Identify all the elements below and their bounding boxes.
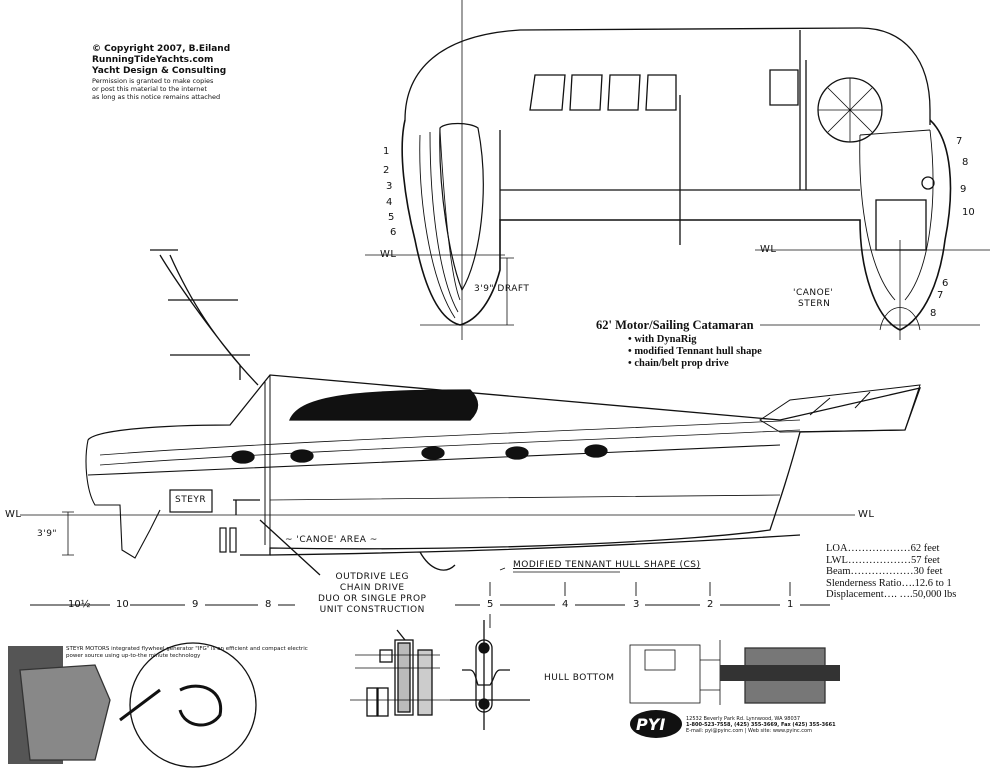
feature-text: modified Tennant hull shape [634, 346, 762, 357]
station-number: 5 [487, 599, 494, 610]
spec-label: LOA [826, 543, 848, 554]
permission-line: or post this material to the internet [92, 85, 207, 93]
feature-text: with DynaRig [634, 334, 697, 345]
note-line: DUO OR SINGLE PROP [318, 594, 427, 604]
copyright-line: © Copyright 2007, B.Eiland [92, 44, 231, 54]
note-line: CHAIN DRIVE [339, 583, 405, 593]
draft-label: 3'9" DRAFT [474, 284, 530, 294]
section-number: 5 [388, 212, 395, 223]
station-number: 10 [116, 599, 129, 610]
waterline-label: WL [5, 509, 22, 520]
specs-table: LOA………………62 feet LWL………………57 feet Beam……… [826, 543, 956, 601]
section-number: 7 [956, 136, 963, 147]
waterline-label: WL [760, 244, 777, 255]
spec-row: Beam………………30 feet [826, 566, 943, 577]
station-number: 8 [265, 599, 272, 610]
note-line: OUTDRIVE LEG [335, 572, 409, 582]
spec-row: LWL………………57 feet [826, 554, 940, 566]
section-number: 8 [962, 157, 969, 168]
spec-value: 62 feet [910, 543, 940, 554]
pyi-ad-graphic [629, 640, 840, 738]
engine-label: STEYR [175, 495, 207, 505]
note-line: UNIT CONSTRUCTION [319, 605, 425, 615]
waterline-label: WL [858, 509, 875, 520]
spec-label: Beam [826, 566, 851, 577]
feature-bullet: • modified Tennant hull shape [628, 346, 762, 357]
spec-row: LOA………………62 feet [826, 543, 940, 554]
station-number: 9 [192, 599, 199, 610]
copyright-notice: © Copyright 2007, B.Eiland RunningTideYa… [92, 44, 230, 101]
spec-row: Slenderness Ratio….12.6 to 1 [826, 577, 952, 589]
section-number: 6 [390, 227, 397, 238]
steyr-ad-caption: STEYR MOTORS integrated flywheel generat… [66, 646, 308, 659]
design-title: 62' Motor/Sailing Catamaran [596, 318, 754, 332]
pyi-logo: PYI [636, 715, 666, 734]
steyr-ad-graphic [8, 642, 257, 768]
stern-number: 6 [942, 278, 949, 289]
station-number: 2 [707, 599, 714, 610]
spec-label: LWL [826, 554, 848, 566]
spec-value: 30 feet [913, 566, 943, 577]
section-number: 3 [386, 181, 393, 192]
waterline-label: WL [380, 249, 397, 260]
permission-line: Permission is granted to make copies [92, 77, 214, 85]
section-number: 1 [383, 146, 390, 157]
feature-bullet: • chain/belt prop drive [628, 358, 729, 369]
stern-number: 8 [930, 308, 937, 319]
outdrive-notes: OUTDRIVE LEG CHAIN DRIVE DUO OR SINGLE P… [318, 572, 427, 616]
draft-label: 3'9" [37, 529, 58, 539]
website-line: RunningTideYachts.com [92, 55, 214, 65]
pyi-web: E-mail: pyi@pyinc.com | Web site: www.py… [686, 728, 812, 734]
station-number: 3 [633, 599, 640, 610]
section-number: 2 [383, 165, 390, 176]
section-number: 9 [960, 184, 967, 195]
pyi-phone: 1-800-523-7558, (425) 355-3669, Fax (425… [686, 722, 836, 728]
spec-label: Slenderness Ratio [826, 577, 902, 589]
section-view-drawing [365, 0, 990, 340]
canoe-stern-label: 'CANOE' [793, 288, 834, 298]
spec-value: 12.6 to 1 [914, 577, 952, 589]
feature-bullet: • with DynaRig [628, 334, 697, 345]
hull-shape-label: MODIFIED TENNANT HULL SHAPE (CS) [513, 560, 701, 570]
section-number: 10 [962, 207, 975, 218]
company-line: Yacht Design & Consulting [92, 66, 227, 76]
station-number: 10½ [68, 599, 91, 610]
canoe-stern-label: STERN [798, 299, 831, 309]
spec-row: Displacement…. ….50,000 lbs [826, 589, 957, 600]
canoe-area-label: ~ 'CANOE' AREA ~ [285, 535, 378, 545]
station-number: 4 [562, 599, 569, 610]
pyi-address: 12532 Beverly Park Rd. Lynnwood, WA 9803… [686, 716, 801, 722]
section-number: 4 [386, 197, 393, 208]
hull-bottom-label: HULL BOTTOM [544, 673, 615, 683]
stern-number: 7 [937, 290, 944, 301]
station-number: 1 [787, 599, 794, 610]
permission-line: as long as this notice remains attached [92, 93, 221, 101]
spec-value: 57 feet [910, 554, 940, 566]
chain-drive-diagram [350, 620, 530, 730]
spec-label: Displacement [826, 589, 884, 600]
spec-value: 50,000 lbs [912, 589, 957, 600]
profile-view-drawing [20, 249, 922, 628]
feature-text: chain/belt prop drive [634, 358, 729, 369]
